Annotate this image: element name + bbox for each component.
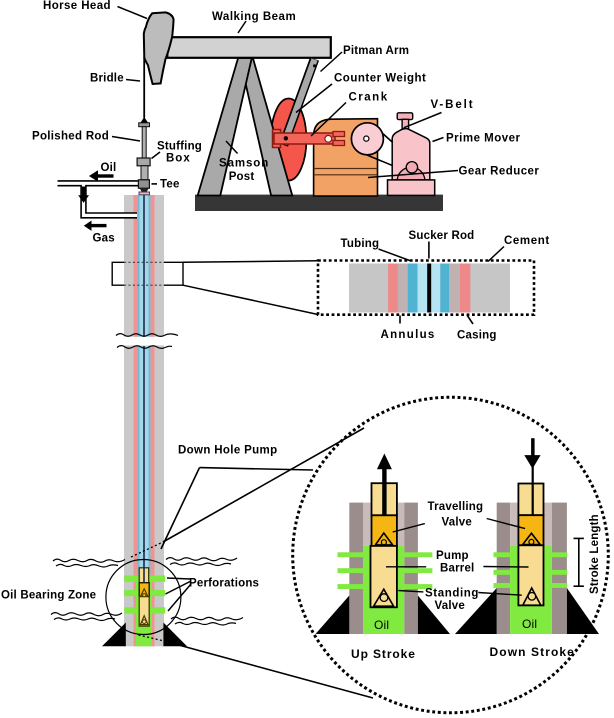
svg-text:Counter Weight: Counter Weight xyxy=(334,73,426,85)
svg-text:Tubing: Tubing xyxy=(341,238,380,250)
svg-text:Box: Box xyxy=(166,153,191,165)
svg-text:Casing: Casing xyxy=(457,330,497,342)
svg-text:Travelling: Travelling xyxy=(428,501,484,513)
svg-text:Oil: Oil xyxy=(101,162,117,174)
svg-text:Annulus: Annulus xyxy=(381,329,436,341)
svg-text:Pump: Pump xyxy=(436,550,469,562)
svg-text:Polished Rod: Polished Rod xyxy=(32,131,109,143)
svg-text:Walking Beam: Walking Beam xyxy=(212,11,296,23)
svg-text:Horse Head: Horse Head xyxy=(43,0,111,12)
svg-text:Valve: Valve xyxy=(435,600,465,612)
svg-text:Stroke Length: Stroke Length xyxy=(589,514,601,594)
svg-text:Samson: Samson xyxy=(219,158,269,170)
svg-text:Tee: Tee xyxy=(160,179,180,191)
svg-text:Down Hole Pump: Down Hole Pump xyxy=(178,445,277,457)
svg-text:Standing: Standing xyxy=(425,588,479,600)
svg-text:Oil: Oil xyxy=(522,617,537,631)
svg-text:Stuffing: Stuffing xyxy=(157,141,202,153)
svg-text:Bridle: Bridle xyxy=(90,73,124,85)
svg-text:Valve: Valve xyxy=(442,517,472,529)
svg-text:Gas: Gas xyxy=(93,233,115,245)
svg-text:Barrel: Barrel xyxy=(440,563,474,575)
svg-text:Perforations: Perforations xyxy=(189,578,259,590)
svg-text:Down Stroke: Down Stroke xyxy=(490,645,575,659)
svg-text:Oil Bearing Zone: Oil Bearing Zone xyxy=(1,590,96,602)
svg-text:Post: Post xyxy=(229,171,255,183)
svg-text:Crank: Crank xyxy=(349,92,389,104)
svg-text:V-Belt: V-Belt xyxy=(431,99,475,111)
svg-text:Oil: Oil xyxy=(374,618,389,632)
svg-text:Pitman Arm: Pitman Arm xyxy=(343,45,409,57)
svg-text:Up Stroke: Up Stroke xyxy=(351,647,416,661)
svg-text:Cement: Cement xyxy=(504,235,550,247)
svg-text:Gear Reducer: Gear Reducer xyxy=(459,166,540,178)
svg-text:Sucker Rod: Sucker Rod xyxy=(409,230,475,242)
svg-text:Prime Mover: Prime Mover xyxy=(446,133,521,145)
